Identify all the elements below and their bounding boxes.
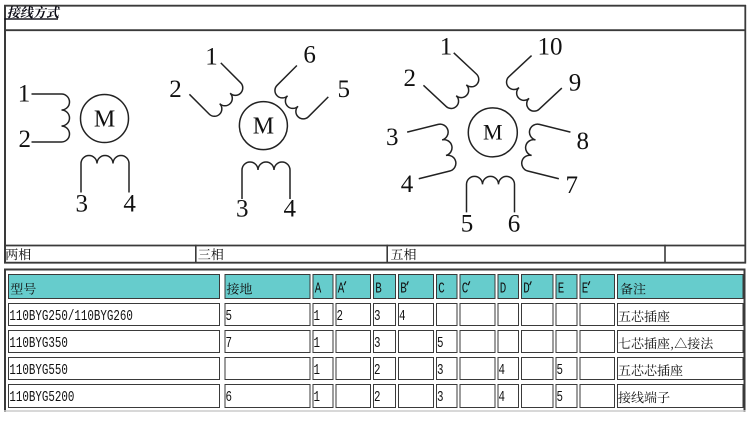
svg-text:1: 1 — [18, 81, 31, 108]
svg-text:E: E — [558, 280, 565, 297]
svg-text:C: C — [438, 280, 445, 297]
svg-text:4: 4 — [283, 196, 296, 223]
svg-text:6: 6 — [508, 211, 521, 238]
svg-text:110BYG250/110BYG260: 110BYG250/110BYG260 — [9, 307, 133, 324]
svg-text:10: 10 — [538, 34, 563, 61]
svg-text:1: 1 — [314, 334, 321, 351]
svg-text:7: 7 — [566, 172, 579, 199]
svg-text:5: 5 — [557, 361, 564, 378]
svg-text:8: 8 — [576, 128, 589, 155]
svg-text:3: 3 — [374, 334, 381, 351]
svg-text:3: 3 — [374, 307, 381, 324]
svg-text:6: 6 — [226, 388, 233, 405]
svg-text:4: 4 — [401, 171, 414, 198]
svg-text:M: M — [253, 114, 274, 140]
svg-text:A: A — [315, 280, 322, 297]
svg-text:5: 5 — [557, 388, 564, 405]
svg-text:110BYG5200: 110BYG5200 — [9, 388, 74, 405]
svg-text:A: A — [338, 280, 345, 297]
svg-text:5: 5 — [437, 334, 444, 351]
svg-text:2: 2 — [403, 65, 416, 92]
svg-text:B: B — [400, 280, 407, 297]
svg-text:E: E — [582, 280, 589, 297]
svg-text:1: 1 — [205, 44, 218, 71]
svg-text:3: 3 — [76, 191, 89, 218]
svg-text:3: 3 — [236, 196, 249, 223]
svg-text:1: 1 — [314, 388, 321, 405]
svg-text:1: 1 — [314, 307, 321, 324]
svg-text:2: 2 — [18, 126, 31, 153]
svg-text:2: 2 — [337, 307, 344, 324]
svg-text:4: 4 — [123, 191, 136, 218]
svg-text:110BYG550: 110BYG550 — [9, 361, 68, 378]
svg-text:1: 1 — [314, 361, 321, 378]
svg-text:5: 5 — [226, 307, 233, 324]
svg-text:4: 4 — [399, 307, 406, 324]
svg-text:110BYG350: 110BYG350 — [9, 334, 68, 351]
svg-text:7: 7 — [226, 334, 233, 351]
svg-text:2: 2 — [169, 76, 182, 103]
svg-text:4: 4 — [499, 388, 506, 405]
svg-text:6: 6 — [303, 42, 316, 69]
svg-text:4: 4 — [499, 361, 506, 378]
svg-text:D: D — [500, 280, 507, 297]
svg-text:C: C — [462, 280, 469, 297]
svg-text:M: M — [94, 106, 115, 132]
svg-text:9: 9 — [569, 70, 582, 97]
svg-text:B: B — [375, 280, 382, 297]
svg-text:2: 2 — [374, 361, 381, 378]
svg-text:3: 3 — [437, 388, 444, 405]
svg-text:3: 3 — [386, 124, 399, 151]
svg-text:5: 5 — [461, 211, 474, 238]
svg-text:1: 1 — [440, 34, 453, 61]
svg-text:3: 3 — [437, 361, 444, 378]
svg-text:D: D — [523, 280, 530, 297]
svg-text:M: M — [483, 120, 503, 145]
svg-text:2: 2 — [374, 388, 381, 405]
svg-text:5: 5 — [338, 76, 351, 103]
